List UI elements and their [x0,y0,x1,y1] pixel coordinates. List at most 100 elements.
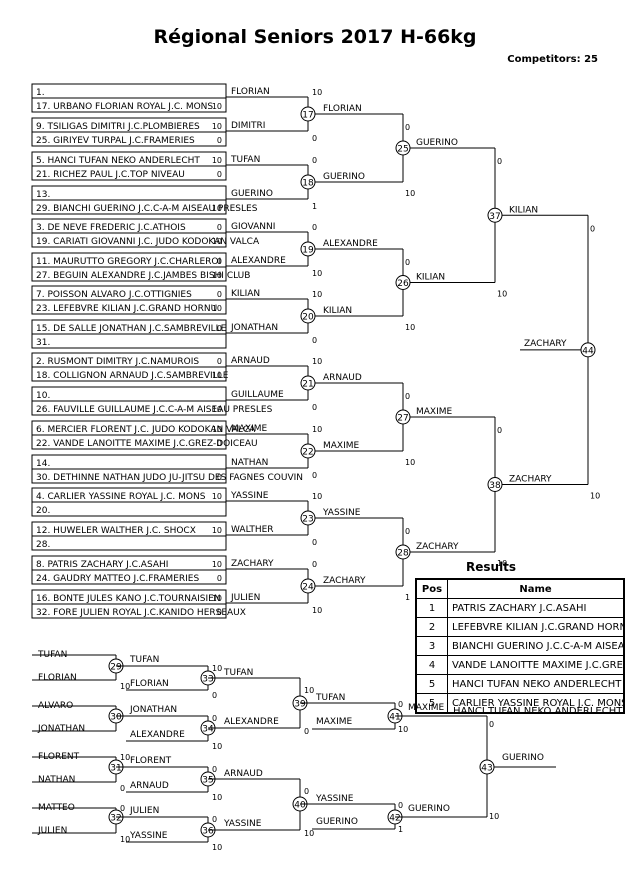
score: 1 [398,825,403,834]
repechage-name: JULIEN [129,806,159,816]
entry-name: 1. [36,88,45,98]
score: 10 [312,290,322,299]
winner-label: ZACHARY [416,542,459,552]
score: 10 [497,559,507,568]
match-circle [487,207,503,223]
r1-winner-label: WALTHER [231,525,274,535]
score: 10 [398,725,408,734]
repechage-name: JULIEN [37,826,67,836]
match-number: 20 [302,313,314,323]
r1-winner-label: JONATHAN [230,323,278,333]
results-pos: 4 [415,655,448,675]
results-name: LEFEBVRE KILIAN J.C.GRAND HORNU [447,617,625,637]
entry-box [31,333,227,349]
repechage-name: TUFAN [37,650,67,660]
match-number: 44 [582,346,594,356]
match-number: 34 [202,725,214,735]
entry-name: 7. POISSON ALVARO J.C.OTTIGNIES [36,290,192,300]
score: 1 [405,593,410,602]
winner-label: KILIAN [509,205,538,215]
entry-box [31,83,227,99]
repechage-name: FLORIAN [38,673,77,683]
repechage-name: ARNAUD [224,769,263,779]
r1-score: 0 [217,136,222,145]
r1-score: 0 [217,473,222,482]
r1-winner-label: MAXIME [231,424,268,434]
repechage-name: GUERINO [316,817,358,827]
winner-label: ZACHARY [509,475,552,485]
score: 10 [489,812,499,821]
entry-name: 16. BONTE JULES KANO J.C.TOURNAISIEN [36,594,221,604]
match-number: 27 [397,414,408,424]
entry-name: 8. PATRIS ZACHARY J.C.ASAHI [36,560,168,570]
entry-name: 13. [36,190,50,200]
entry-box [31,97,227,113]
match-number: 35 [202,776,213,786]
entry-name: 5. HANCI TUFAN NEKO ANDERLECHT [36,156,200,166]
r1-score: 0 [217,170,222,179]
results-name: VANDE LANOITTE MAXIME J.C.GREZ-DOICEAU [447,655,625,675]
r1-score: 10 [212,560,222,569]
score: 10 [405,458,415,467]
r1-score: 10 [212,594,222,603]
winner-label: YASSINE [322,508,361,518]
r1-score: 10 [212,492,222,501]
results-name: HANCI TUFAN NEKO ANDERLECHT [447,674,625,694]
results-name: PATRIS ZACHARY J.C.ASAHI [447,598,625,618]
r1-winner-label: TUFAN [230,155,260,165]
entry-box [31,501,227,517]
match-number: 25 [397,145,408,155]
score: 0 [312,156,317,165]
score: 10 [304,686,314,695]
score: 0 [398,700,403,709]
results-name: CARLIER YASSINE ROYAL J.C. MONS [447,693,625,714]
match-number: 42 [389,814,400,824]
match-number: 30 [110,713,122,723]
repechage-name: MAXIME [316,717,353,727]
entry-box [31,468,227,484]
score: 10 [120,753,130,762]
score: 10 [312,606,322,615]
entry-name: 23. LEFEBVRE KILIAN J.C.GRAND HORNU [36,304,217,314]
entry-box [31,165,227,181]
score: 0 [312,223,317,232]
match-number: 21 [302,380,313,390]
match-number: 39 [294,700,306,710]
r1-score: 0 [217,574,222,583]
score: 0 [590,224,595,233]
results-extra-name: HANCI TUFAN NEKO ANDERLECHT [453,706,623,717]
repechage-name: ARNAUD [130,781,169,791]
match-number: 28 [397,549,409,559]
results-pos: 3 [415,636,448,656]
repechage-name: ALVARO [38,701,73,711]
entry-name: 12. HUWELER WALTHER J.C. SHOCX [36,526,196,536]
score: 0 [312,134,317,143]
results-pos: 5 [415,674,448,694]
entry-box [31,185,227,201]
match-circle [300,106,316,122]
r1-score: 10 [212,405,222,414]
score: 10 [212,793,222,802]
repechage-name: ALEXANDRE [130,730,185,740]
score: 0 [120,784,125,793]
winner-label: GUERINO [408,804,450,814]
winner-label: FLORIAN [323,104,362,114]
score: 1 [312,202,317,211]
results-header-row: Pos Name [415,578,625,599]
repechage-name: JONATHAN [37,724,85,734]
entry-name: 6. MERCIER FLORENT J.C. JUDO KODOKAN VAL… [36,425,256,435]
score: 0 [497,426,502,435]
r1-winner-label: ARNAUD [231,356,270,366]
r1-score: 10 [212,371,222,380]
repechage-name: YASSINE [129,831,168,841]
score: 0 [312,560,317,569]
score: 10 [497,290,507,299]
match-circle [479,759,495,775]
r1-score: 0 [217,357,222,366]
repechage-name: FLORIAN [130,679,169,689]
repechage-name: TUFAN [315,693,345,703]
repechage-name: YASSINE [315,794,354,804]
entry-name: 26. FAUVILLE GUILLAUME J.C.C-A-M AISEAU … [36,405,273,415]
score: 0 [212,714,217,723]
match-circle [300,174,316,190]
